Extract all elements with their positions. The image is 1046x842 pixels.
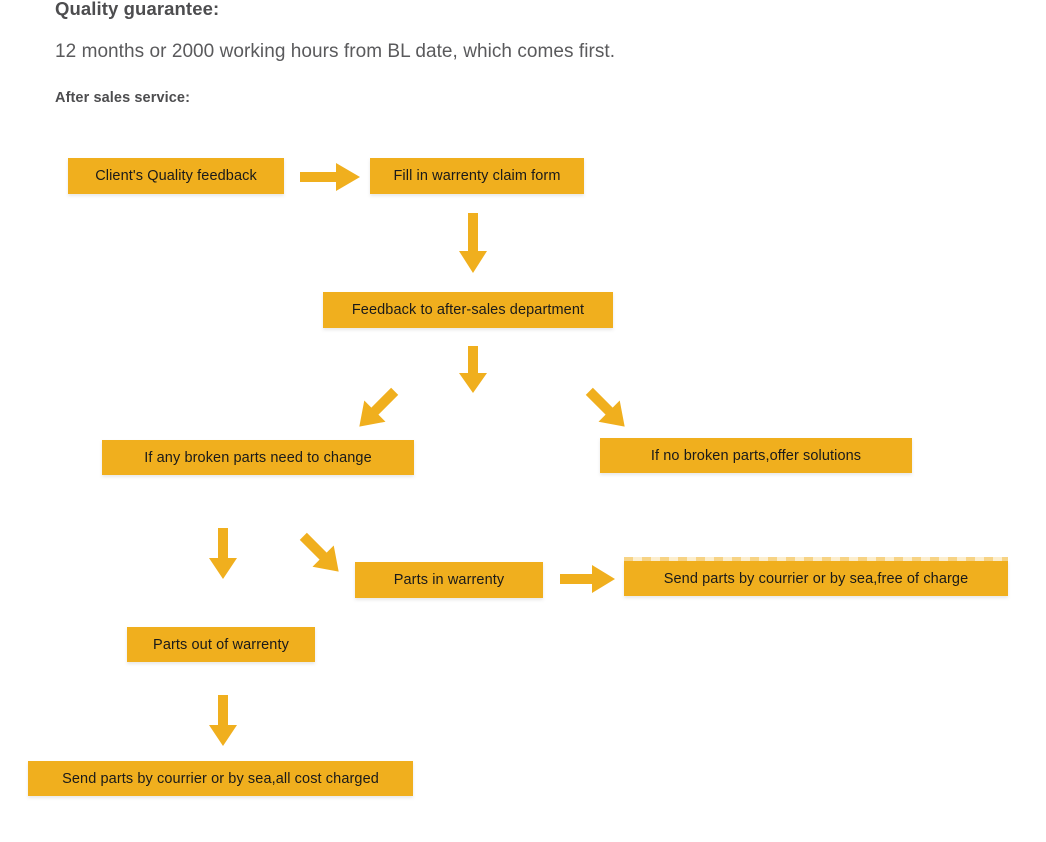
flow-node-send-parts-all-cost-charged: Send parts by courrier or by sea,all cos… [28,761,413,796]
flow-node-send-parts-free-of-charge: Send parts by courrier or by sea,free of… [624,557,1008,596]
flow-node-parts-in-warranty: Parts in warrenty [355,562,543,598]
arrow-down-right-icon [292,530,350,578]
quality-guarantee-heading: Quality guarantee: [55,0,220,19]
flow-node-feedback-to-department: Feedback to after-sales department [323,292,613,328]
arrow-down-icon [456,346,490,394]
flow-node-no-broken-parts: If no broken parts,offer solutions [600,438,912,473]
flow-node-client-feedback: Client's Quality feedback [68,158,284,194]
arrow-down-icon [456,213,490,275]
arrow-down-left-icon [348,385,406,433]
flow-node-broken-parts-need-change: If any broken parts need to change [102,440,414,475]
arrow-right-icon [300,160,362,194]
arrow-down-icon [206,695,240,747]
arrow-down-right-icon [578,385,636,433]
flow-node-parts-out-of-warranty: Parts out of warrenty [127,627,315,662]
arrow-down-icon [206,528,240,580]
flow-node-claim-form: Fill in warrenty claim form [370,158,584,194]
arrow-right-icon [560,562,616,596]
after-sales-service-heading: After sales service: [55,90,190,106]
warranty-period-text: 12 months or 2000 working hours from BL … [55,41,616,62]
